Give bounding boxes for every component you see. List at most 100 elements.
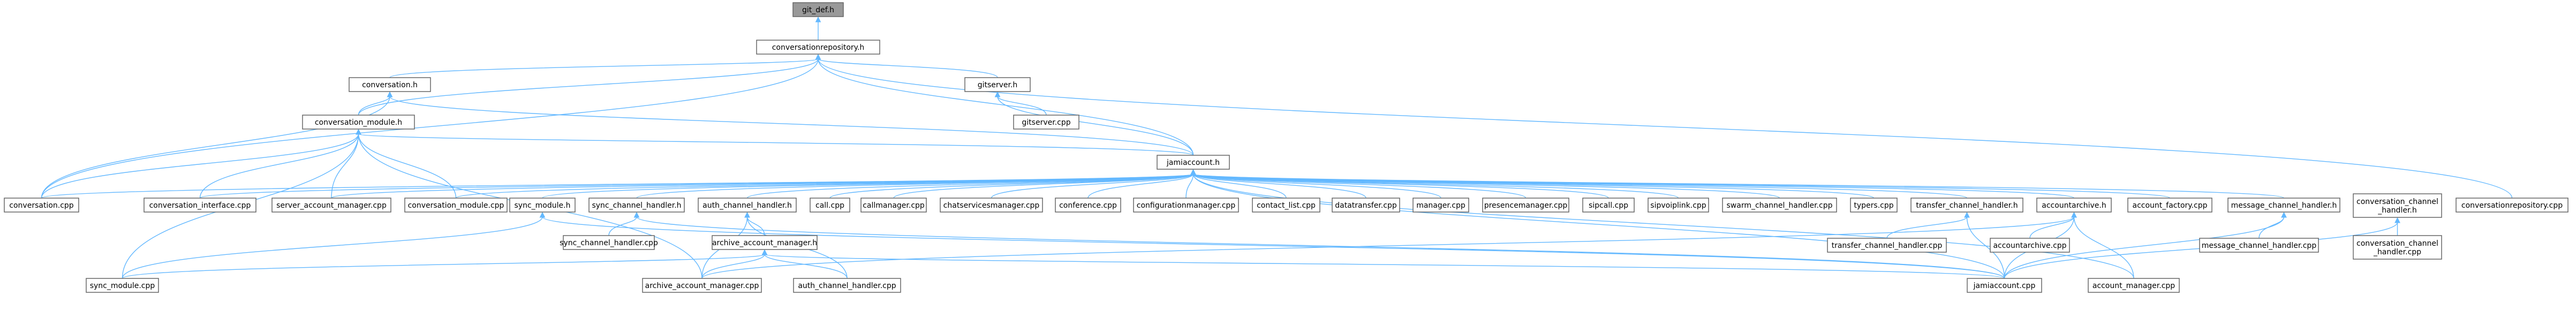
node-label: conversation.cpp: [9, 201, 74, 210]
node-convrepo_cpp[interactable]: conversationrepository.cpp: [2456, 198, 2569, 213]
node-box: [2088, 278, 2180, 293]
node-conviface_cpp[interactable]: conversation_interface.cpp: [143, 198, 256, 213]
include-edge-conviface_cpp-to-jamiacc_h: [199, 173, 1194, 199]
node-jamiacc_cpp[interactable]: jamiaccount.cpp: [1967, 278, 2042, 293]
node-box: [642, 278, 762, 293]
node-convrepo_h[interactable]: conversationrepository.h: [756, 40, 880, 55]
node-conf_cpp[interactable]: conference.cpp: [1055, 198, 1121, 213]
node-label: sync_channel_handler.h: [592, 201, 681, 210]
node-chatsrv_cpp[interactable]: chatservicesmanager.cpp: [940, 198, 1043, 213]
node-convch_cpp[interactable]: conversation_channel_handler.cpp: [2353, 235, 2442, 260]
node-presmgr_cpp[interactable]: presencemanager.cpp: [1482, 198, 1569, 213]
node-accmgr_cpp[interactable]: account_manager.cpp: [2088, 278, 2180, 293]
include-edge-convrepo_cpp-to-convrepo_h: [818, 58, 2513, 199]
node-box: [1910, 198, 2023, 213]
node-box: [810, 198, 850, 213]
node-gitserver_cpp[interactable]: gitserver.cpp: [1013, 115, 1079, 130]
include-edge-accarch_cpp-to-accarch_h: [2029, 216, 2075, 239]
node-label: sipvoiplink.cpp: [1650, 201, 1706, 210]
include-edge-transch_cpp-to-transch_h: [1886, 216, 1968, 239]
node-contact_cpp[interactable]: contact_list.cpp: [1252, 198, 1320, 213]
node-gitserver_h[interactable]: gitserver.h: [964, 77, 1031, 92]
node-sipvoip_cpp[interactable]: sipvoiplink.cpp: [1648, 198, 1709, 213]
arrowhead-icon: [815, 54, 821, 60]
edge-layer: [41, 16, 2513, 279]
node-transch_h[interactable]: transfer_channel_handler.h: [1910, 198, 2023, 213]
node-label: archive_account_manager.h: [712, 239, 817, 247]
include-edge-archmgr_cpp-to-archmgr_h: [701, 254, 765, 279]
node-cfgmgr_cpp[interactable]: configurationmanager.cpp: [1133, 198, 1239, 213]
node-git_def[interactable]: git_def.h: [792, 2, 844, 17]
node-label: accountarchive.cpp: [1993, 241, 2066, 250]
node-convmod_h[interactable]: conversation_module.h: [302, 115, 415, 130]
node-label: conversation_channel: [2356, 198, 2438, 206]
node-datatr_cpp[interactable]: datatransfer.cpp: [1332, 198, 1400, 213]
node-box: [404, 198, 508, 213]
node-msgch_cpp[interactable]: message_channel_handler.cpp: [2199, 238, 2319, 253]
node-box: [1722, 198, 1837, 213]
node-label: callmanager.cpp: [863, 201, 925, 210]
node-label: archive_account_manager.cpp: [645, 282, 759, 290]
node-swarmch_cpp[interactable]: swarm_channel_handler.cpp: [1722, 198, 1837, 213]
node-syncmod_cpp[interactable]: sync_module.cpp: [86, 278, 159, 293]
include-edge-accmgr_cpp-to-accarch_h: [2073, 216, 2134, 279]
node-authch_cpp[interactable]: auth_channel_handler.cpp: [793, 278, 901, 293]
node-accarch_h[interactable]: accountarchive.h: [2036, 198, 2112, 213]
node-box: [588, 198, 685, 213]
include-edge-jamiacc_h-to-conv_h: [389, 96, 1194, 156]
arrowhead-icon: [1964, 211, 1970, 218]
node-srvacc_cpp[interactable]: server_account_manager.cpp: [271, 198, 391, 213]
node-conv_h[interactable]: conversation.h: [349, 77, 431, 92]
arrowhead-icon: [633, 211, 640, 218]
node-label: account_factory.cpp: [2133, 201, 2208, 210]
node-box: [1133, 198, 1239, 213]
node-msgch_h[interactable]: message_channel_handler.h: [2227, 198, 2340, 213]
include-edge-jamiacc_cpp-to-jamiacc_h: [1192, 173, 2005, 279]
node-box: [1252, 198, 1320, 213]
include-edge-syncmod_cpp-to-syncmod_h: [122, 216, 543, 279]
include-edge-chatsrv_cpp-to-jamiacc_h: [991, 173, 1194, 199]
node-label: presencemanager.cpp: [1484, 201, 1568, 210]
node-manager_cpp[interactable]: manager.cpp: [1412, 198, 1469, 213]
include-edge-conv_h-to-convrepo_h: [389, 58, 819, 78]
node-transch_cpp[interactable]: transfer_channel_handler.cpp: [1827, 238, 1947, 253]
node-accarch_cpp[interactable]: accountarchive.cpp: [1990, 238, 2070, 253]
node-call_cpp[interactable]: call.cpp: [810, 198, 850, 213]
node-label: sync_module.h: [515, 201, 571, 210]
node-jamiacc_h[interactable]: jamiaccount.h: [1157, 155, 1230, 170]
node-archmgr_h[interactable]: archive_account_manager.h: [712, 235, 818, 250]
include-edge-contact_cpp-to-jamiacc_h: [1192, 173, 1287, 199]
node-syncch_h[interactable]: sync_channel_handler.h: [588, 198, 685, 213]
node-box: [509, 198, 576, 213]
node-box: [756, 40, 880, 55]
node-conv_cpp[interactable]: conversation.cpp: [4, 198, 79, 213]
node-label: sync_channel_handler.cpp: [560, 239, 658, 247]
node-authch_h[interactable]: auth_channel_handler.h: [698, 198, 797, 213]
node-accfact_cpp[interactable]: account_factory.cpp: [2127, 198, 2212, 213]
node-box: [792, 2, 844, 17]
node-box: [1055, 198, 1121, 213]
node-syncmod_h[interactable]: sync_module.h: [509, 198, 576, 213]
node-box: [1412, 198, 1469, 213]
node-typers_cpp[interactable]: typers.cpp: [1850, 198, 1898, 213]
node-label: chatservicesmanager.cpp: [943, 201, 1040, 210]
include-edge-jamiacc_h-to-convmod_h: [358, 133, 1194, 156]
node-sipcall_cpp[interactable]: sipcall.cpp: [1582, 198, 1635, 213]
arrowhead-icon: [539, 211, 546, 218]
node-convmod_cpp[interactable]: conversation_module.cpp: [404, 198, 508, 213]
node-label: conversation_module.h: [315, 118, 402, 127]
node-layer: git_def.h conversationrepository.h convers…: [4, 2, 2569, 293]
node-label: account_manager.cpp: [2092, 282, 2175, 290]
node-label: conversationrepository.h: [772, 43, 865, 52]
arrowhead-icon: [356, 128, 361, 135]
node-label: _handler.cpp: [2373, 248, 2421, 256]
node-label: jamiaccount.h: [1166, 158, 1220, 167]
node-convch_h[interactable]: conversation_channel_handler.h: [2353, 193, 2442, 218]
node-label: gitserver.h: [978, 81, 1018, 89]
node-callmgr_cpp[interactable]: callmanager.cpp: [860, 198, 927, 213]
include-edge-cfgmgr_cpp-to-jamiacc_h: [1185, 173, 1194, 199]
node-syncch_cpp[interactable]: sync_channel_handler.cpp: [560, 235, 658, 250]
include-edge-jamiacc_h-to-gitserver_h: [997, 96, 1194, 156]
node-archmgr_cpp[interactable]: archive_account_manager.cpp: [642, 278, 762, 293]
node-label: git_def.h: [802, 6, 834, 14]
